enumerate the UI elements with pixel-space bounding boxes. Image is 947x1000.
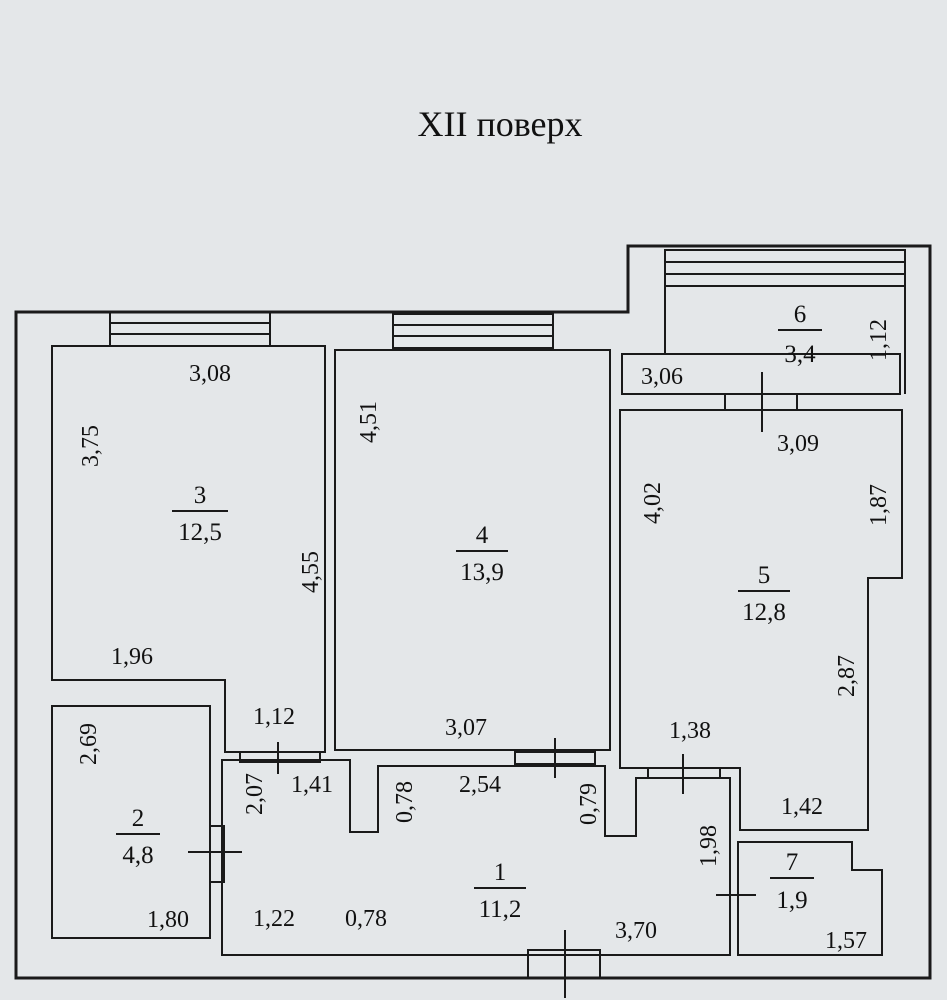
floor-title: XII поверх — [417, 104, 582, 144]
svg-text:7: 7 — [786, 849, 799, 876]
outer-wall — [14, 244, 932, 980]
window-room-4 — [392, 313, 554, 349]
room-label-3: 3 12,5 — [172, 482, 228, 546]
svg-text:13,9: 13,9 — [460, 559, 504, 586]
svg-text:4: 4 — [476, 522, 489, 549]
svg-text:3,4: 3,4 — [784, 341, 816, 368]
dim-r3-right: 4,55 — [298, 551, 324, 593]
room-label-5: 5 12,8 — [738, 562, 790, 626]
door-room-5 — [647, 754, 721, 794]
dim-r3-bottom: 1,96 — [111, 644, 153, 670]
dim-r2-bottom: 1,80 — [147, 907, 189, 933]
dim-c-bottom-right: 3,70 — [615, 918, 657, 944]
room-label-1: 1 11,2 — [474, 859, 526, 923]
svg-text:1,9: 1,9 — [776, 887, 807, 914]
svg-text:5: 5 — [758, 562, 771, 589]
balcony-window — [664, 249, 906, 287]
dim-c-bottom-left: 1,22 — [253, 906, 295, 932]
room-2-outline — [51, 705, 211, 939]
dim-c-top: 1,12 — [253, 704, 295, 730]
room-7-outline — [737, 841, 883, 956]
dim-r3-left: 3,75 — [78, 425, 104, 467]
entrance-door — [527, 930, 601, 998]
svg-text:3: 3 — [194, 482, 207, 509]
room-label-4: 4 13,9 — [456, 522, 508, 586]
room-label-7: 7 1,9 — [770, 849, 814, 914]
door-room-3 — [239, 742, 321, 774]
dim-c-b: 0,78 — [392, 781, 418, 823]
dim-r4-bottom: 3,07 — [445, 715, 487, 741]
room-label-2: 2 4,8 — [116, 805, 160, 869]
dim-r2-left: 2,69 — [76, 723, 102, 765]
dim-r6-right: 1,12 — [866, 319, 892, 361]
svg-text:12,5: 12,5 — [178, 519, 222, 546]
door-room-4 — [514, 738, 596, 778]
svg-text:4,8: 4,8 — [122, 842, 153, 869]
dim-c-right: 1,98 — [696, 825, 722, 867]
dim-c-d: 0,79 — [576, 783, 602, 825]
dim-r6-left: 3,06 — [641, 364, 683, 390]
dim-r5-right: 2,87 — [834, 655, 860, 697]
dim-r3-top: 3,08 — [189, 361, 231, 387]
dim-r5-bottom: 1,42 — [781, 794, 823, 820]
dim-c-left: 2,07 — [242, 773, 268, 815]
dim-c-bottom-mid: 0,78 — [345, 906, 387, 932]
dim-r5-bottom-left: 1,38 — [669, 718, 711, 744]
svg-text:12,8: 12,8 — [742, 599, 786, 626]
dim-c-a: 1,41 — [291, 772, 333, 798]
svg-text:11,2: 11,2 — [479, 896, 522, 923]
dim-r4-left: 4,51 — [356, 401, 382, 443]
dim-r5-left: 4,02 — [640, 482, 666, 524]
svg-text:2: 2 — [132, 805, 145, 832]
room-6-outline — [664, 286, 906, 394]
door-room-6 — [724, 372, 798, 432]
dim-r7-bottom: 1,57 — [825, 928, 867, 954]
door-room-2 — [188, 825, 242, 883]
dim-c-c: 2,54 — [459, 772, 501, 798]
room-label-6: 6 3,4 — [778, 301, 822, 368]
svg-text:1: 1 — [494, 859, 507, 886]
dim-r5-right-top: 1,87 — [866, 484, 892, 526]
room-4-outline — [334, 349, 611, 751]
window-room-3 — [109, 311, 271, 347]
room-3-outline — [51, 345, 326, 753]
room-1-outline — [221, 759, 731, 956]
dim-r5-top: 3,09 — [777, 431, 819, 457]
svg-text:6: 6 — [794, 301, 807, 328]
